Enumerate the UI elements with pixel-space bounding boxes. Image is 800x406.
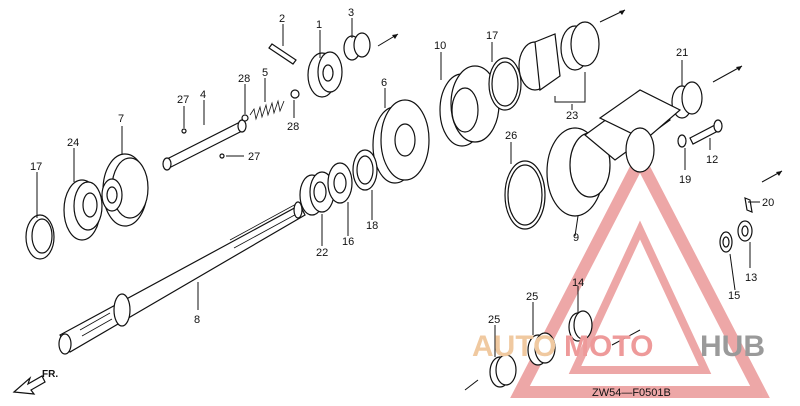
washer-17-left (25, 214, 55, 260)
watermark-logo: AUTO MOTO HUB (472, 330, 765, 363)
callout-28-lower: 28 (287, 121, 299, 133)
ring-26 (504, 160, 546, 230)
callout-16: 16 (342, 236, 354, 248)
bearing-24 (63, 179, 103, 241)
washer-16 (327, 162, 353, 204)
callout-27-upper: 27 (177, 94, 189, 106)
callout-22: 22 (316, 247, 328, 259)
front-direction-arrow-icon: FR. (12, 369, 58, 395)
callout-13: 13 (745, 272, 757, 284)
callout-8: 8 (194, 314, 200, 326)
callout-25-upper: 25 (526, 291, 538, 303)
clutch-1 (307, 51, 343, 98)
nut-13 (737, 220, 753, 242)
bolt-12 (689, 119, 723, 145)
seal-25-upper (527, 332, 556, 366)
gear-7 (101, 153, 149, 227)
watermark-auto: AUTO (472, 330, 556, 363)
bushing-3 (343, 32, 371, 61)
washer-15 (719, 231, 733, 253)
washer-18 (352, 149, 378, 191)
callout-5: 5 (262, 67, 268, 79)
watermark-triangle-icon (510, 146, 770, 398)
callout-18: 18 (366, 220, 378, 232)
ring-17-right (488, 57, 522, 111)
pin-27a (181, 128, 187, 134)
callout-24: 24 (67, 137, 79, 149)
callout-3: 3 (348, 7, 354, 19)
callout-27-lower: 27 (248, 151, 260, 163)
callout-labels: 1 2 3 4 5 6 7 8 9 10 12 13 14 15 16 17 1… (30, 7, 774, 326)
callout-21: 21 (676, 47, 688, 59)
pin-2 (268, 43, 297, 65)
callout-17-right: 17 (486, 30, 498, 42)
callout-14: 14 (572, 277, 584, 289)
ball-28b (290, 89, 300, 99)
callout-9: 9 (573, 232, 579, 244)
pin-27b (219, 153, 225, 159)
callout-19: 19 (679, 174, 691, 186)
gear-6 (372, 99, 430, 184)
callout-28-upper: 28 (238, 73, 250, 85)
watermark-moto: MOTO (564, 330, 653, 363)
callout-10: 10 (434, 40, 446, 52)
callout-23: 23 (566, 110, 578, 122)
callout-15: 15 (728, 290, 740, 302)
cotter-pin-20 (744, 197, 753, 213)
watermark-hub: HUB (700, 330, 765, 363)
ball-28a (241, 114, 249, 122)
bearing-23 (518, 21, 600, 92)
leader-lines (36, 18, 760, 357)
callout-6: 6 (381, 77, 387, 89)
callout-25-lower: 25 (488, 314, 500, 326)
callout-7: 7 (118, 113, 124, 125)
drawing-code: ZW54—F0501B (592, 387, 671, 399)
seal-25-lower (489, 354, 517, 388)
spring-5 (249, 99, 285, 121)
main-shaft (58, 201, 306, 355)
washer-19 (677, 134, 687, 148)
seal-14 (568, 310, 593, 342)
callout-12: 12 (706, 154, 718, 166)
gear-case-9 (546, 89, 682, 217)
front-direction-label: FR. (42, 369, 58, 380)
axis-arrows (377, 9, 783, 391)
callout-2: 2 (279, 13, 285, 25)
shift-shaft-4 (162, 119, 247, 171)
callout-1: 1 (316, 19, 322, 31)
callout-17-left: 17 (30, 161, 42, 173)
callout-26: 26 (505, 130, 517, 142)
callout-4: 4 (200, 89, 206, 101)
callout-20: 20 (762, 197, 774, 209)
